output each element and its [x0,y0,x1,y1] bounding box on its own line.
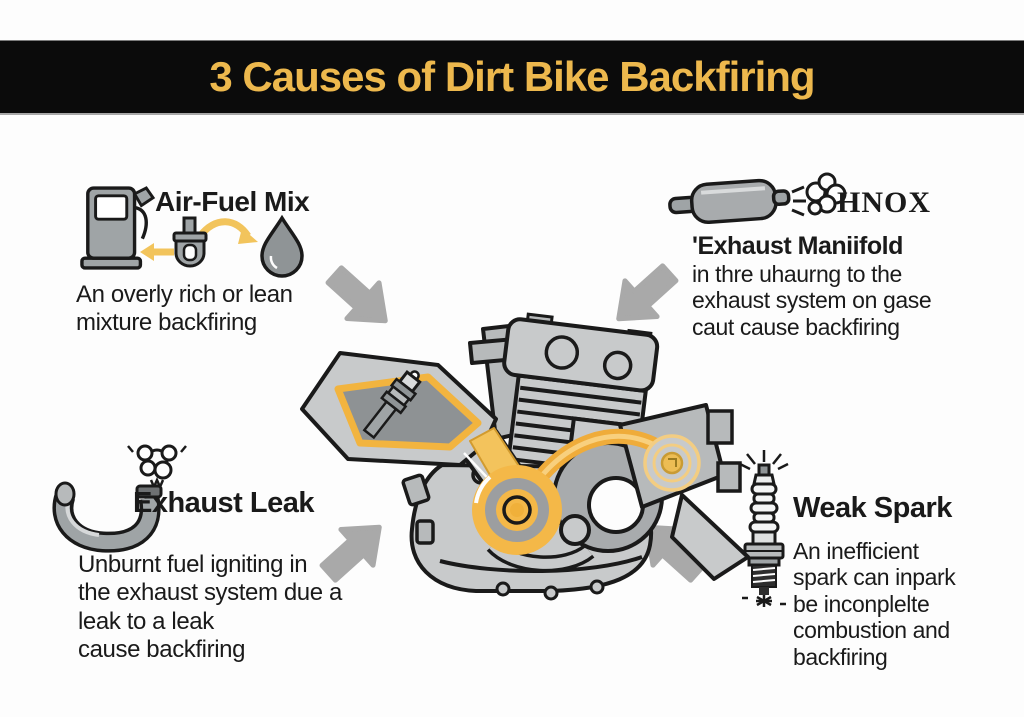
droplet-icon [260,214,304,278]
exhaust-manifold-heading: 'Exhaust Maniifold [692,232,903,260]
exhaust-pipe-icon [52,481,163,553]
engine-illustration [290,312,910,605]
spark-plug-icon [738,448,790,610]
smoke-puff-icon [127,444,187,491]
muffler-icon [668,178,791,224]
exhaust-manifold-graphic: HNOX [668,170,930,240]
page-title: 3 Causes of Dirt Bike Backfiring [209,53,815,100]
arrow-bottom-left [300,496,407,603]
exhaust-manifold-body: in thre uhaurng to the exhaust system on… [692,261,932,340]
air-fuel-mix-heading: Air-Fuel Mix [155,186,310,217]
air-fuel-mix-body: An overly rich or lean mixture backfirin… [76,281,293,337]
air-fuel-mix-graphic [140,212,310,290]
carburetor-icon [172,216,208,268]
arrow-top-right [590,242,697,349]
smoke-label: HNOX [837,186,931,219]
fuel-pump-icon [80,183,156,271]
exhaust-leak-graphic [52,444,190,553]
spark-burst-icon [742,595,786,607]
spark-rays-icon [739,450,789,471]
weak-spark-heading: Weak Spark [793,492,952,524]
speed-lines-icon [791,185,806,217]
title-band: 3 Causes of Dirt Bike Backfiring [0,40,1024,115]
weak-spark-body: An inefficient spark can inpark be incon… [793,538,956,670]
exchange-arrows-icon [140,218,258,261]
exhaust-leak-heading: Exhaust Leak [133,487,314,519]
exhaust-leak-body: Unburnt fuel igniting in the exhaust sys… [78,551,342,663]
smoke-cloud-icon [805,172,847,216]
arrow-top-left [306,244,413,351]
